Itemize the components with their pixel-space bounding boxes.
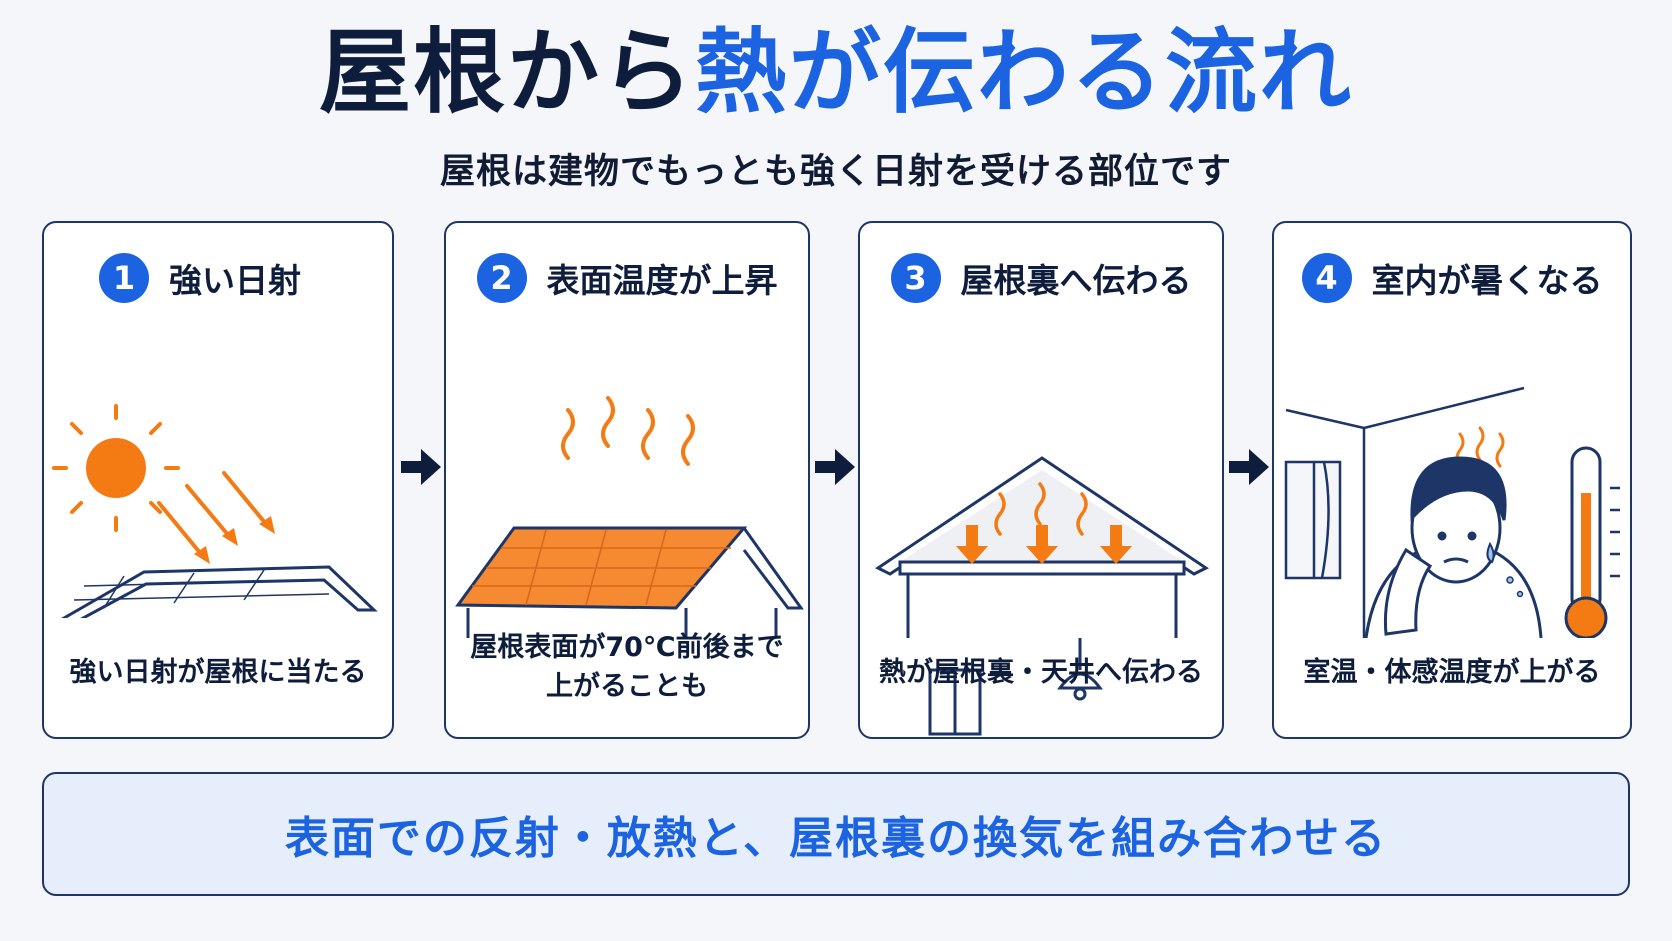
step-number-badge: 1 [99, 253, 149, 303]
sun-roof-illustration [52, 404, 378, 618]
step-header-4: 4 室内が暑くなる [1274, 253, 1630, 303]
step-caption: 強い日射が屋根に当たる [69, 657, 367, 688]
heat-wave-icon [561, 396, 695, 466]
house-walls [466, 608, 778, 638]
step-card-4: 4 室内が暑くなる [1272, 221, 1632, 739]
step-title: 強い日射 [169, 261, 301, 300]
step-header-1: 1 強い日射 [44, 253, 392, 303]
step-number-badge: 4 [1301, 253, 1352, 303]
next-arrow-icon [815, 449, 855, 485]
step-title: 室内が暑くなる [1371, 261, 1603, 300]
step-title: 屋根裏へ伝わる [960, 261, 1192, 300]
step-number-badge: 3 [890, 253, 941, 303]
step-caption-line-2: 上がることも [546, 671, 708, 703]
step-caption: 熱が屋根裏・天井へ伝わる [879, 657, 1203, 688]
step-card-1: 1 強い日射 [42, 221, 394, 739]
step-number-badge: 2 [476, 253, 527, 303]
next-arrow-icon [1229, 449, 1269, 485]
next-arrow-icon [401, 449, 441, 485]
title-part-2: 熱が伝わる流れ [695, 19, 1354, 126]
title-part-1: 屋根から [318, 19, 695, 126]
step-card-2: 2 表面温度が上昇 屋根表面が70℃前 [444, 221, 810, 739]
conclusion-banner: 表面での反射・放熱と、屋根裏の換気を組み合わせる [42, 772, 1630, 896]
step-caption: 屋根表面が70℃前後まで 上がることも [446, 628, 808, 706]
down-arrow-icon [956, 525, 1132, 564]
thermometer-icon [1564, 446, 1620, 638]
step-card-3: 3 屋根裏へ伝わる [858, 221, 1224, 739]
hot-roof-illustration [455, 396, 804, 638]
room-interior [928, 638, 1103, 736]
step-caption: 室温・体感温度が上がる [1303, 657, 1601, 688]
attic-heat-illustration [875, 456, 1209, 638]
step-title: 表面温度が上昇 [546, 261, 778, 300]
page-title: 屋根から熱が伝わる流れ [0, 20, 1672, 126]
hot-room-illustration [1284, 386, 1620, 638]
hot-roof [455, 526, 804, 610]
window [1284, 460, 1342, 580]
window [928, 668, 982, 736]
page-subtitle: 屋根は建物でもっとも強く日射を受ける部位です [439, 152, 1232, 192]
step-header-3: 3 屋根裏へ伝わる [860, 253, 1222, 303]
sweating-person [1364, 456, 1543, 638]
step-caption-line-1: 屋根表面が70℃前後まで [470, 632, 784, 663]
sunlight-arrows [157, 471, 275, 564]
sun-icon [52, 404, 180, 532]
house-with-roof [60, 565, 378, 618]
ceiling-lamp [1057, 638, 1103, 701]
room-corner [1285, 386, 1525, 638]
heat-wave-icon [994, 482, 1088, 536]
step-header-2: 2 表面温度が上昇 [446, 253, 808, 303]
